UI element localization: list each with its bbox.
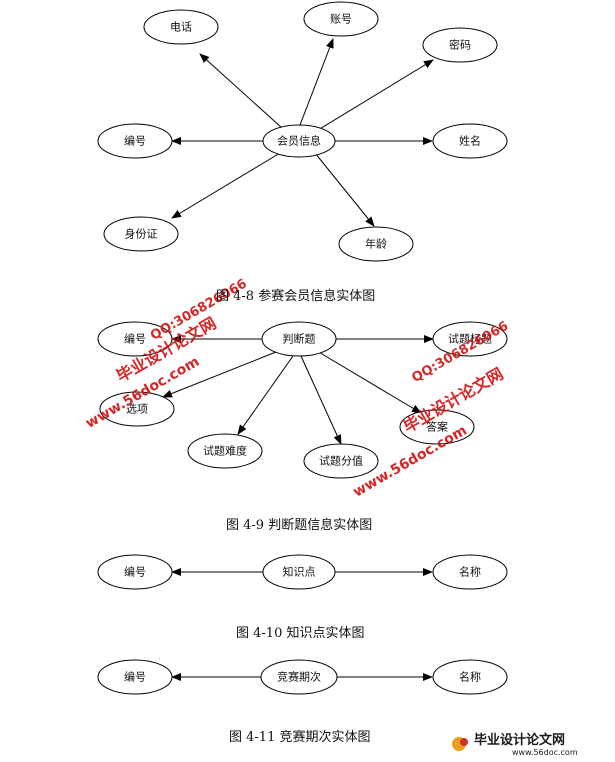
logo-mark-accent-icon bbox=[460, 738, 468, 746]
node-judge-option bbox=[99, 391, 175, 427]
label-password: 密码 bbox=[449, 38, 471, 52]
node-judge-score bbox=[303, 443, 379, 479]
footer-logo: 毕业设计论文网 www.56doc.com bbox=[450, 730, 610, 758]
edge-judge-difficulty bbox=[237, 355, 294, 435]
node-judgment bbox=[261, 321, 337, 357]
label-judge-difficulty: 试题难度 bbox=[203, 444, 247, 458]
label-judgment: 判断题 bbox=[283, 332, 316, 346]
node-knowledge-id bbox=[97, 554, 173, 590]
node-phone bbox=[143, 9, 219, 45]
label-idcard: 身份证 bbox=[125, 227, 158, 241]
footer-logo-graphic: 毕业设计论文网 www.56doc.com bbox=[452, 732, 578, 757]
label-phone: 电话 bbox=[170, 21, 192, 34]
node-judge-answer bbox=[399, 409, 475, 445]
footer-logo-text: 毕业设计论文网 bbox=[474, 732, 565, 748]
edge-member-age bbox=[314, 152, 375, 227]
label-knowledge: 知识点 bbox=[283, 565, 316, 579]
label-judge-option: 选项 bbox=[126, 403, 148, 416]
figure-4-9-judgment-entity: 判断题 编号 试题标题 选项 答案 试题难度 试题分值 bbox=[97, 321, 508, 479]
edge-member-account bbox=[299, 38, 334, 126]
figure-4-10-knowledge-entity: 知识点 编号 名称 bbox=[97, 554, 508, 590]
node-age bbox=[338, 226, 414, 262]
label-contest-period: 竞赛期次 bbox=[277, 670, 321, 684]
caption-figure-4-10: 图 4-10 知识点实体图 bbox=[236, 626, 365, 641]
label-judge-answer: 答案 bbox=[426, 420, 448, 434]
node-knowledge-name bbox=[432, 554, 508, 590]
footer-logo-url: www.56doc.com bbox=[512, 748, 578, 757]
label-judge-title: 试题标题 bbox=[448, 332, 492, 346]
label-knowledge-name: 名称 bbox=[459, 565, 481, 579]
edge-judge-option bbox=[162, 351, 277, 398]
edge-member-password bbox=[317, 59, 434, 131]
label-knowledge-id: 编号 bbox=[124, 565, 146, 579]
label-id: 编号 bbox=[124, 134, 146, 148]
edge-judge-answer bbox=[316, 350, 422, 414]
label-judge-score: 试题分值 bbox=[319, 455, 363, 468]
node-account bbox=[303, 1, 379, 37]
figure-4-11-contest-period-entity: 竞赛期次 编号 名称 bbox=[97, 659, 508, 695]
node-id bbox=[97, 123, 173, 159]
label-period-name: 名称 bbox=[459, 670, 481, 684]
node-judge-difficulty bbox=[187, 433, 263, 469]
caption-figure-4-8: 图 4-8 参赛会员信息实体图 bbox=[216, 289, 376, 304]
caption-figure-4-11: 图 4-11 竞赛期次实体图 bbox=[229, 730, 371, 745]
caption-figure-4-9: 图 4-9 判断题信息实体图 bbox=[226, 518, 373, 533]
node-period-id bbox=[97, 659, 173, 695]
label-age: 年龄 bbox=[365, 237, 387, 251]
label-name: 姓名 bbox=[459, 134, 481, 148]
node-name bbox=[432, 123, 508, 159]
label-member-info: 会员信息 bbox=[277, 134, 321, 148]
edge-judge-score bbox=[300, 355, 342, 445]
edge-member-idcard bbox=[171, 152, 281, 219]
figure-4-8-member-entity: 会员信息 电话 账号 密码 编号 姓名 身份证 年龄 bbox=[97, 1, 508, 262]
node-period-name bbox=[432, 659, 508, 695]
node-member-info bbox=[262, 124, 336, 158]
node-knowledge bbox=[262, 554, 336, 590]
node-contest-period bbox=[260, 659, 338, 695]
label-account: 账号 bbox=[330, 13, 352, 26]
node-password bbox=[422, 27, 498, 63]
node-judge-id bbox=[97, 321, 173, 357]
label-judge-id: 编号 bbox=[124, 332, 146, 346]
label-period-id: 编号 bbox=[124, 670, 146, 684]
node-judge-title bbox=[432, 321, 508, 357]
edge-member-phone bbox=[199, 53, 283, 129]
node-idcard bbox=[103, 216, 179, 252]
